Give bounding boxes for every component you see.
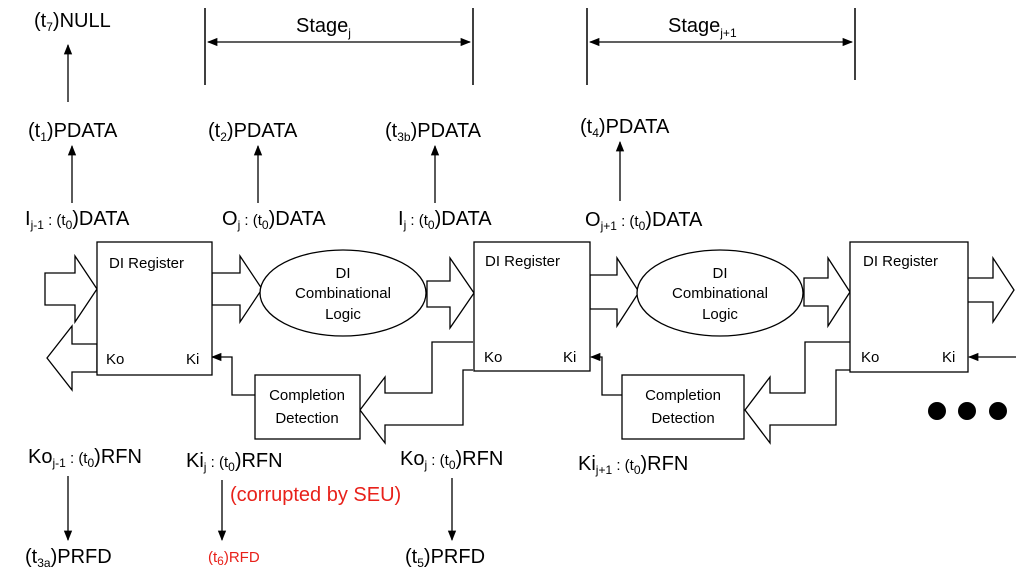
reg3-ki: Ki (942, 349, 955, 366)
logic1-line2: Combinational (295, 285, 391, 302)
stage-j-marker: Stagej (204, 8, 474, 85)
block-arrow-out-3 (966, 255, 1015, 325)
logic2-line3: Logic (702, 306, 738, 323)
label-ij1-data: Ij-1 : (t0)DATA (25, 208, 130, 232)
reg2-title: DI Register (485, 253, 560, 270)
seu-annotation: (corrupted by SEU) (230, 484, 401, 506)
logic1-line3: Logic (325, 306, 361, 323)
reg1-ki: Ki (186, 351, 199, 368)
reg3-ko: Ko (861, 349, 879, 366)
block-arrow-logic1-to-reg2 (426, 255, 475, 331)
reg2-ki: Ki (563, 349, 576, 366)
di-combinational-logic-2: DI Combinational Logic (636, 249, 804, 337)
block-arrow-logic2-to-reg3 (803, 255, 851, 329)
reg3-title: DI Register (863, 253, 938, 270)
label-t4-pdata: (t4)PDATA (580, 116, 670, 140)
stage-j-label: Stagej (296, 15, 351, 40)
reg2-ko: Ko (484, 349, 502, 366)
label-t6-rfd: (t6)RFD (208, 549, 260, 568)
completion-detection-1: Completion Detection (210, 352, 361, 440)
di-register-1: DI Register Ko Ki (96, 241, 213, 376)
block-arrow-ko-back (46, 324, 98, 392)
completion-detection-2: Completion Detection (589, 352, 745, 440)
block-arrow-reg1-to-logic1 (211, 253, 263, 325)
di-combinational-logic-1: DI Combinational Logic (259, 249, 427, 337)
continuation-ellipsis (928, 402, 1007, 420)
feedback-path-cd2 (744, 341, 850, 445)
stage-j1-label: Stagej+1 (668, 15, 737, 40)
label-koj-rfn: Koj : (t0)RFN (400, 448, 503, 472)
label-t7-null: (t7)NULL (34, 10, 111, 34)
label-t2-pdata: (t2)PDATA (208, 120, 298, 144)
logic2-line2: Combinational (672, 285, 768, 302)
label-t5-prfd: (t5)PRFD (405, 546, 485, 570)
label-t1-pdata: (t1)PDATA (28, 120, 118, 144)
cd2-line1: Completion (645, 387, 721, 404)
cd2-line2: Detection (651, 410, 714, 427)
reg1-ko: Ko (106, 351, 124, 368)
label-t3a-prfd: (t3a)PRFD (25, 546, 112, 570)
label-kij-rfn: Kij : (t0)RFN (186, 450, 283, 474)
label-oj1-data: Oj+1 : (t0)DATA (585, 209, 703, 233)
label-t3b-pdata: (t3b)PDATA (385, 120, 482, 144)
block-arrow-reg2-to-logic2 (589, 255, 640, 329)
reg1-title: DI Register (109, 255, 184, 272)
feedback-path-cd1 (359, 341, 473, 445)
cd1-line1: Completion (269, 387, 345, 404)
block-arrow-in-1 (44, 253, 98, 325)
stage-j1-marker: Stagej+1 (586, 8, 856, 85)
di-register-2: DI Register Ko Ki (473, 241, 591, 372)
label-oj-data: Oj : (t0)DATA (222, 208, 326, 232)
label-ij-data: Ij : (t0)DATA (398, 208, 492, 232)
label-kij1-rfn: Kij+1 : (t0)RFN (578, 453, 688, 477)
logic1-line1: DI (336, 265, 351, 282)
cd1-line2: Detection (275, 410, 338, 427)
logic2-line1: DI (713, 265, 728, 282)
label-koj1-rfn: Koj-1 : (t0)RFN (28, 446, 142, 470)
di-register-3: DI Register Ko Ki (849, 241, 969, 373)
